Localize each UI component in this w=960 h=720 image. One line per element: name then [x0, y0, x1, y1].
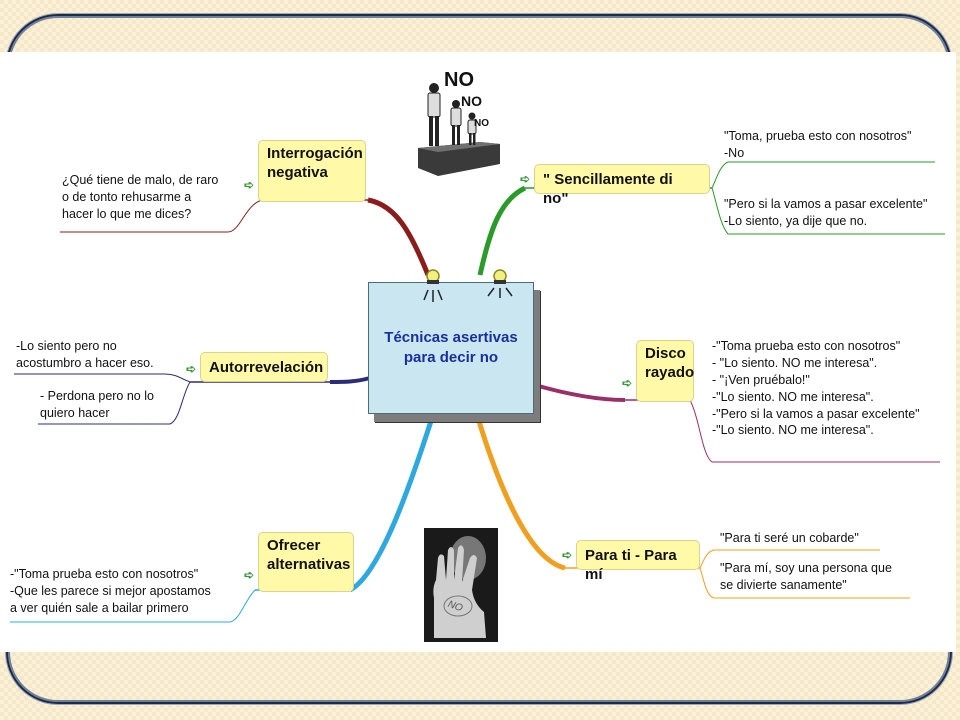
arrow-icon: ➪	[244, 178, 255, 192]
note-disco-rayado: -"Toma prueba esto con nosotros" - "Lo s…	[712, 339, 920, 438]
central-topic-title: Técnicas asertivas para decir no	[384, 328, 518, 366]
node-ofrecer-alternativas[interactable]: Ofrecer alternativas	[258, 532, 354, 592]
branch-sencillamente	[477, 185, 527, 276]
node-sencillamente-label: " Sencillamente di no"	[543, 171, 673, 207]
svg-text:NO: NO	[444, 69, 474, 91]
branch-parati	[475, 417, 566, 571]
branch-autorrevelacion	[329, 376, 371, 384]
node-autorrevelacion[interactable]: Autorrevelación	[200, 352, 328, 382]
svg-text:NO: NO	[461, 93, 482, 109]
note-sencillamente-1: "Toma, prueba esto con nosotros" -No	[724, 129, 912, 160]
branch-disco	[534, 383, 626, 402]
note-ofrecer: -"Toma prueba esto con nosotros" -Que le…	[10, 567, 211, 615]
note-sencillamente-2: "Pero si la vamos a pasar excelente" -Lo…	[724, 197, 928, 228]
svg-text:NO: NO	[474, 118, 489, 129]
people-saying-no-image: NO NO NO	[418, 69, 500, 176]
node-sencillamente-di-no[interactable]: " Sencillamente di no"	[534, 164, 710, 207]
note-autorrevelacion-2: - Perdona pero no lo quiero hacer	[40, 389, 154, 420]
node-disco-label: Disco rayado	[645, 345, 695, 381]
node-disco-rayado[interactable]: Disco rayado	[636, 340, 694, 402]
arrow-icon: ➪	[186, 362, 197, 376]
arrow-icon: ➪	[520, 172, 531, 186]
lightbulb-icon	[423, 269, 513, 302]
branch-ofrecer	[348, 417, 435, 593]
node-ofrecer-label: Ofrecer alternativas	[267, 537, 351, 573]
note-interrogacion: ¿Qué tiene de malo, de raro o de tonto r…	[62, 173, 219, 221]
arrow-icon: ➪	[562, 548, 573, 562]
node-parati-label: Para ti - Para mí	[585, 547, 677, 583]
note-autorrevelacion-1: -Lo siento pero no acostumbro a hacer es…	[16, 339, 154, 370]
node-interrogacion-negativa[interactable]: Interrogación negativa	[258, 140, 366, 202]
node-interrogacion-label: Interrogación negativa	[267, 145, 363, 181]
node-autorrevelacion-label: Autorrevelación	[209, 359, 324, 376]
hand-stop-no-image: NO	[424, 528, 498, 642]
note-parati-2: "Para mí, soy una persona que se diviert…	[720, 561, 892, 592]
central-topic[interactable]: Técnicas asertivas para decir no	[368, 282, 534, 414]
arrow-icon: ➪	[622, 376, 633, 390]
svg-text:NO: NO	[446, 599, 464, 615]
branch-interrogacion	[367, 197, 431, 276]
arrow-icon: ➪	[244, 568, 255, 582]
note-parati-1: "Para ti seré un cobarde"	[720, 531, 859, 545]
node-para-ti-para-mi[interactable]: Para ti - Para mí	[576, 540, 700, 583]
